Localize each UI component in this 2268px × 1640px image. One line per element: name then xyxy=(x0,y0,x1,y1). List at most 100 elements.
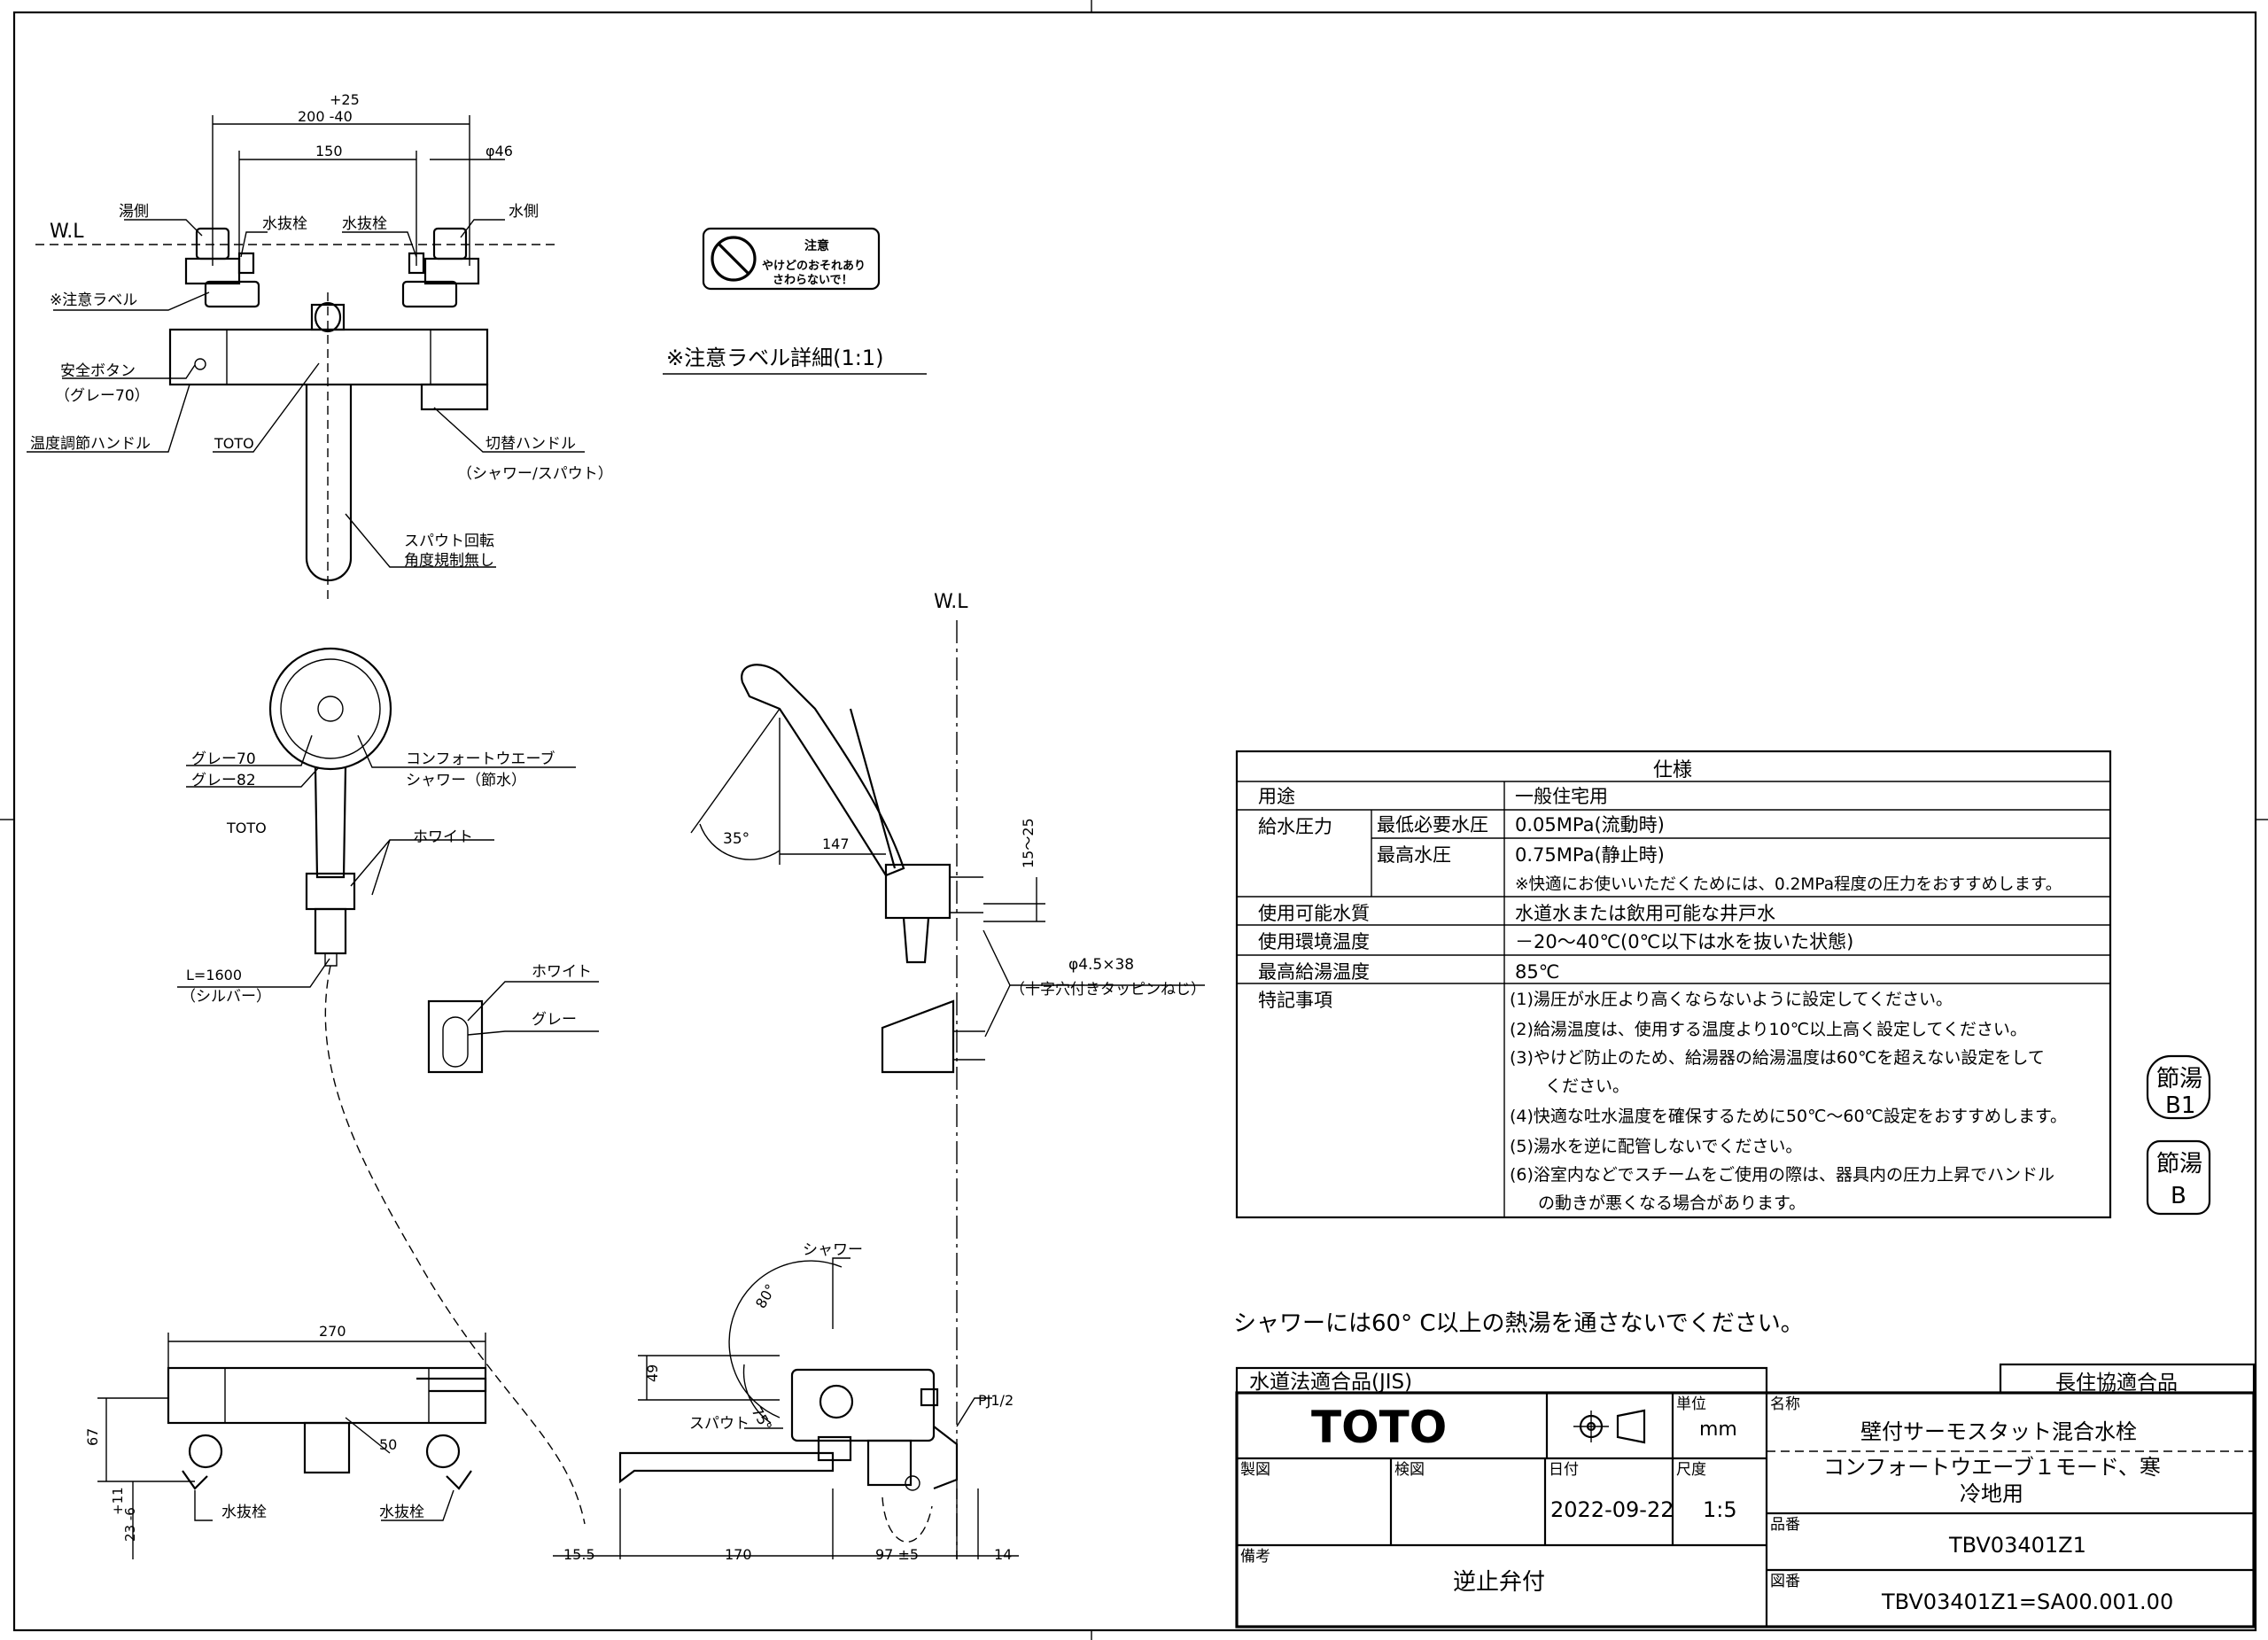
jis-label: 水道法適合品(JIS) xyxy=(1249,1371,1412,1394)
env-value: －20～40℃(0℃以下は水を抜いた状態) xyxy=(1515,931,1853,952)
switch-handle-label: 切替ハンドル xyxy=(485,435,576,453)
made-label: 製図 xyxy=(1240,1461,1270,1479)
note-3b: ください。 xyxy=(1545,1076,1629,1096)
dim-range: 200 -40 xyxy=(298,108,353,125)
dim-170-label: 170 xyxy=(725,1546,752,1563)
switch-handle-sub: （シャワー/スパウト） xyxy=(457,465,613,483)
drawing-frame xyxy=(12,11,2257,1632)
drain-plug-b1-label: 水抜栓 xyxy=(221,1504,267,1521)
pj-label: PJ1/2 xyxy=(978,1392,1014,1409)
gray82-label: グレー82 xyxy=(191,772,256,789)
part-value: TBV03401Z1 xyxy=(1948,1533,2086,1558)
dim-147-label: 147 xyxy=(822,836,850,852)
badge-b1-top: 節湯 xyxy=(2156,1066,2202,1092)
screw-spec-label: φ4.5×38 xyxy=(1068,956,1134,974)
note-2: (2)給湯温度は、使用する温度より10℃以上高く設定してください。 xyxy=(1510,1020,2027,1039)
date-value: 2022-09-22 xyxy=(1550,1497,1674,1522)
dim-67-label: 67 xyxy=(84,1428,101,1446)
drawing-label: 図番 xyxy=(1770,1573,1800,1590)
pressure-label: 給水圧力 xyxy=(1258,816,1332,837)
drain-plug-right-label: 水抜栓 xyxy=(342,215,387,233)
name-label: 名称 xyxy=(1770,1395,1800,1413)
angle-75-label: 75° xyxy=(749,1404,776,1434)
water-side-label: 水側 xyxy=(509,203,539,221)
badge-b1: 節湯 B1 xyxy=(2146,1054,2211,1120)
sticker-line2: さわらないで！ xyxy=(773,274,853,287)
water-label: 使用可能水質 xyxy=(1258,903,1370,924)
angle-35-label: 35° xyxy=(723,830,750,848)
hose-color-label: （シルバー） xyxy=(181,988,271,1006)
toto-mark-front: TOTO xyxy=(214,435,254,452)
note-5: (5)湯水を逆に配管しないでください。 xyxy=(1510,1137,1802,1156)
note-3: (3)やけど防止のため、給湯器の給湯温度は60℃を超えない設定をして xyxy=(1510,1048,2045,1068)
spec-table: 仕様 用途 一般住宅用 給水圧力 最低必要水圧 0.05MPa(流動時) 最高水… xyxy=(1235,750,2112,1219)
spec-header: 仕様 xyxy=(1653,759,1692,781)
spout-rotation-label: スパウト回転 xyxy=(404,532,494,550)
safety-button-label: 安全ボタン xyxy=(60,362,136,380)
badge-b: 節湯 B xyxy=(2146,1139,2211,1216)
safety-button-color: （グレー70） xyxy=(55,387,150,405)
badge-b-bottom: B xyxy=(2171,1183,2186,1209)
shower-label: シャワー xyxy=(803,1241,863,1259)
note-1: (1)湯圧が水圧より高くならないように設定してください。 xyxy=(1510,990,1953,1009)
use-value: 一般住宅用 xyxy=(1515,786,1608,807)
caution-detail-label: ※注意ラベル詳細(1:1) xyxy=(666,346,883,370)
screw-sub-label: （十字穴付きタッピンねじ） xyxy=(1010,981,1206,999)
unit-label: 単位 xyxy=(1676,1395,1706,1413)
angle-80-label: 80° xyxy=(752,1281,780,1311)
drain-plug-left-label: 水抜栓 xyxy=(262,215,307,233)
sticker-line1: やけどのおそれあり xyxy=(762,260,866,273)
water-value: 水道水または飲用可能な井戸水 xyxy=(1515,903,1775,924)
min-pressure-label: 最低必要水圧 xyxy=(1377,814,1488,836)
projection-symbol-icon xyxy=(1573,1409,1646,1444)
spout-label: スパウト xyxy=(689,1415,750,1433)
max-pressure-value: 0.75MPa(静止時) xyxy=(1515,844,1665,866)
badge-b1-bottom: B1 xyxy=(2165,1092,2195,1119)
max-pressure-note: ※快適にお使いいただくためには、0.2MPa程度の圧力をおすすめします。 xyxy=(1515,875,2062,894)
badge-b-top: 節湯 xyxy=(2156,1151,2202,1178)
front-view-faucet: W.L +25 200 -40 150 φ46 xyxy=(27,91,613,602)
toto-logo: TOTO xyxy=(1311,1402,1447,1453)
date-label: 日付 xyxy=(1549,1461,1579,1479)
scale-label: 尺度 xyxy=(1676,1461,1706,1479)
unit-value: mm xyxy=(1699,1418,1737,1441)
drawing-value: TBV03401Z1=SA00.001.00 xyxy=(1881,1589,2173,1614)
dim-150: 150 xyxy=(315,143,343,159)
shower-water-saving-label: シャワー（節水） xyxy=(406,772,526,789)
dim-97-label: 97 ±5 xyxy=(875,1546,919,1563)
scale-value: 1:5 xyxy=(1703,1497,1737,1522)
wl-side-label: W.L xyxy=(934,591,968,613)
spout-rotation-sub: 角度規制無し xyxy=(404,552,494,570)
comfort-wave-label: コンフォートウエーブ xyxy=(406,750,555,768)
min-pressure-value: 0.05MPa(流動時) xyxy=(1515,814,1665,836)
warning-text: シャワーには60° C以上の熱湯を通さないでください。 xyxy=(1233,1310,1804,1337)
note-4: (4)快適な吐水温度を確保するために50℃～60℃設定をおすすめします。 xyxy=(1510,1107,2067,1126)
dim-14-label: 14 xyxy=(994,1546,1012,1563)
name-value-2: コンフォートウエーブ１モード、寒 xyxy=(1823,1455,2161,1480)
note-6: (6)浴室内などでスチームをご使用の際は、器具内の圧力上昇でハンドル xyxy=(1510,1165,2054,1185)
hot-side-label: 湯側 xyxy=(119,203,149,221)
shower-head-front: グレー70 グレー82 コンフォートウエーブ シャワー（節水） TOTO ホワイ… xyxy=(177,647,599,1525)
hose-length-label: L=1600 xyxy=(186,967,242,983)
use-label: 用途 xyxy=(1258,786,1295,807)
hot-value: 85℃ xyxy=(1515,961,1559,983)
gray70-label: グレー70 xyxy=(191,750,256,768)
checked-label: 検図 xyxy=(1394,1461,1425,1479)
name-value-3: 冷地用 xyxy=(1960,1481,2023,1506)
dim-50-label: 50 xyxy=(379,1436,397,1453)
note-6b: の動きが悪くなる場合があります。 xyxy=(1538,1193,1806,1213)
white-label-1: ホワイト xyxy=(413,828,473,846)
caution-sticker: 注意 やけどのおそれあり さわらないで！ ※注意ラベル詳細(1:1) xyxy=(663,227,927,375)
sticker-title: 注意 xyxy=(804,238,829,253)
env-label: 使用環境温度 xyxy=(1258,931,1370,952)
choukyo-label: 長住協適合品 xyxy=(2055,1372,2178,1395)
shower-side-view: W.L 35° 147 15～25 φ4.5×38 （十字穴付きタッピンねじ） xyxy=(690,591,1206,1559)
special-label: 特記事項 xyxy=(1258,990,1332,1011)
remarks-value: 逆止弁付 xyxy=(1453,1569,1545,1596)
temp-handle-label: 温度調節ハンドル xyxy=(30,435,151,453)
wl-top-label: W.L xyxy=(50,221,84,243)
hot-label: 最高給湯温度 xyxy=(1258,961,1370,983)
name-value-1: 壁付サーモスタット混合水栓 xyxy=(1860,1419,2137,1444)
remarks-label: 備考 xyxy=(1240,1548,1270,1566)
